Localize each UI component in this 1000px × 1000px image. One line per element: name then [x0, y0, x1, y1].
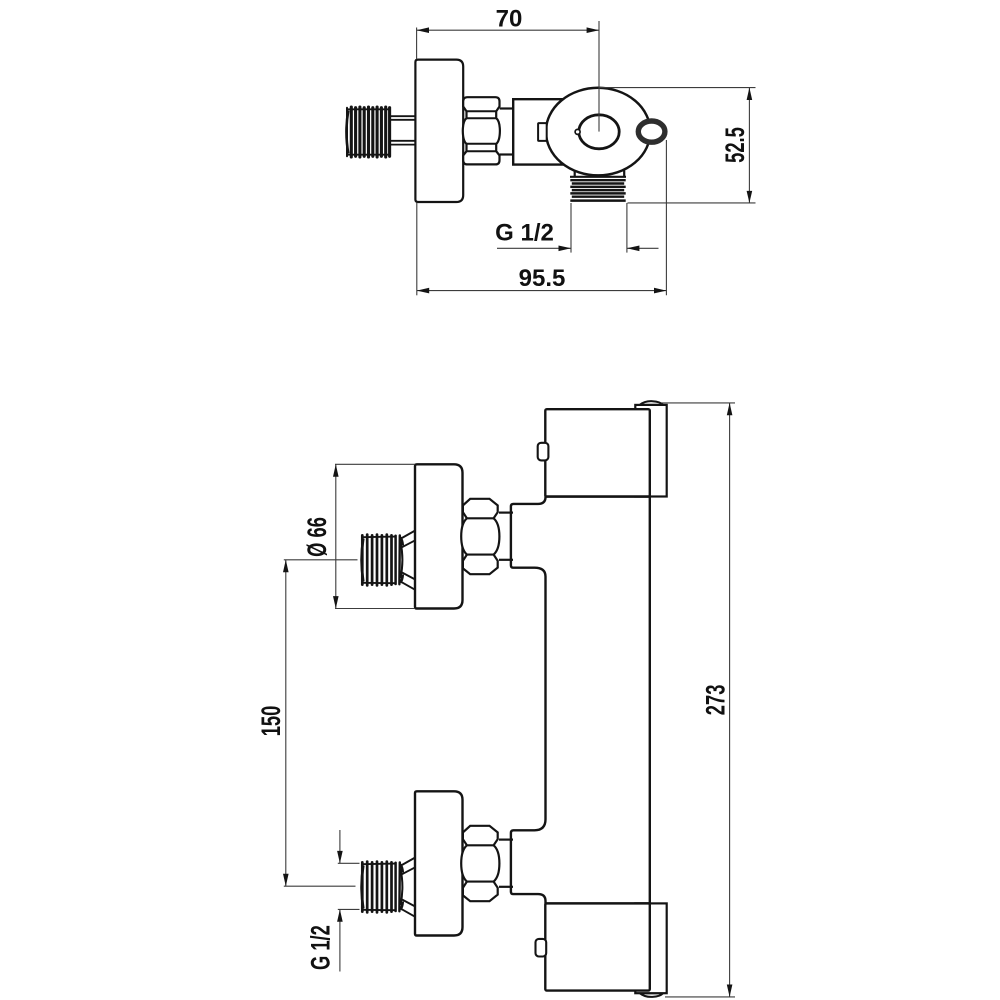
svg-text:150: 150 — [255, 706, 285, 737]
svg-text:Ø 66: Ø 66 — [301, 517, 331, 557]
svg-text:273: 273 — [700, 685, 730, 716]
svg-text:52.5: 52.5 — [720, 127, 750, 163]
svg-text:G 1/2: G 1/2 — [305, 925, 335, 970]
svg-text:95.5: 95.5 — [519, 265, 566, 292]
svg-text:70: 70 — [496, 6, 523, 33]
svg-text:G 1/2: G 1/2 — [495, 219, 554, 246]
